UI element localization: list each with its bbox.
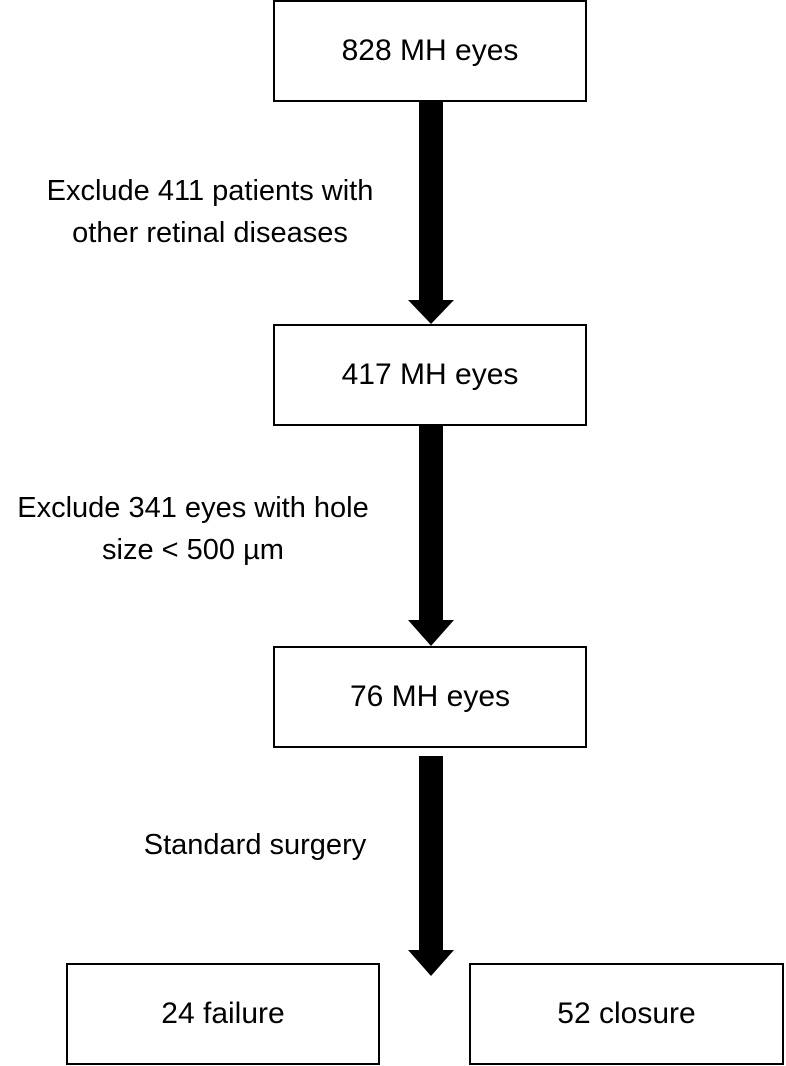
arrow-1-shaft [419,100,443,302]
node-label: 24 failure [161,997,285,1030]
node-52-closure: 52 closure [469,963,784,1065]
node-417-mh-eyes: 417 MH eyes [273,324,587,426]
node-24-failure: 24 failure [66,963,380,1065]
step-exclusion-2: Exclude 341 eyes with hole size < 500 µm [0,487,386,571]
arrow-2-shaft [419,424,443,622]
step-line: other retinal diseases [72,217,348,249]
step-line: Exclude 341 eyes with hole [17,492,369,524]
step-standard-surgery: Standard surgery [100,824,410,866]
node-828-mh-eyes: 828 MH eyes [273,0,587,102]
arrow-3-head [408,950,454,976]
node-label: 417 MH eyes [341,358,519,391]
step-exclusion-1: Exclude 411 patients with other retinal … [20,170,400,254]
node-76-mh-eyes: 76 MH eyes [273,646,587,748]
node-label: 828 MH eyes [341,34,519,67]
node-label: 76 MH eyes [349,680,511,713]
arrow-3-shaft [419,756,443,952]
arrow-2-head [408,620,454,646]
step-line: Exclude 411 patients with [46,175,374,207]
arrow-1-head [408,300,454,324]
step-line: Standard surgery [143,829,367,861]
step-line: size < 500 µm [102,534,284,566]
node-label: 52 closure [557,997,696,1030]
